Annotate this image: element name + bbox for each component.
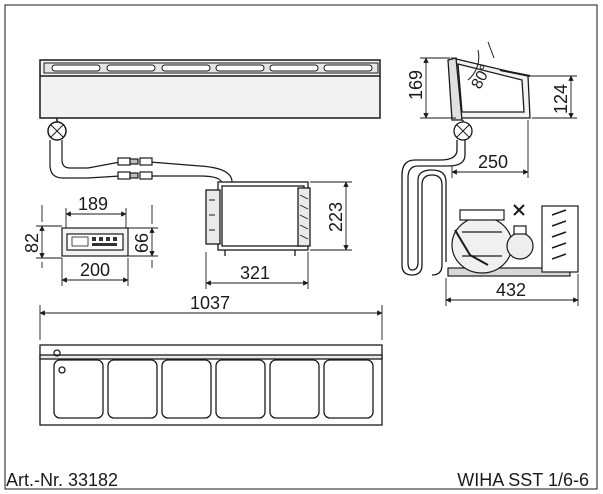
- coiled-line-set: [401, 140, 466, 276]
- dim-side-depth: 124: [551, 84, 571, 114]
- dim-top-height: 82: [22, 233, 42, 253]
- condensing-unit-front: [205, 181, 311, 256]
- dim-panel-height: 66: [132, 233, 152, 253]
- model-name: WIHA SST 1/6-6: [457, 470, 589, 490]
- dim-comp-width: 432: [496, 280, 526, 300]
- counter-side-view: [447, 41, 531, 141]
- dim-panel-width: 200: [80, 260, 110, 280]
- dim-unit-height: 223: [326, 202, 346, 232]
- article-number: Art.-Nr. 33182: [6, 470, 119, 490]
- quick-couplings: [117, 157, 153, 180]
- drawing-border: [4, 4, 598, 490]
- counter-elevation: [39, 344, 383, 426]
- dim-unit-width: 321: [240, 263, 270, 283]
- dim-total-length: 1037: [190, 293, 230, 313]
- counter-front-view: [39, 59, 381, 141]
- dim-top-width: 189: [78, 194, 108, 214]
- compressor-unit: [447, 204, 579, 277]
- dim-side-height: 169: [406, 70, 426, 100]
- control-panel: [61, 227, 129, 257]
- dim-side-width: 250: [478, 152, 508, 172]
